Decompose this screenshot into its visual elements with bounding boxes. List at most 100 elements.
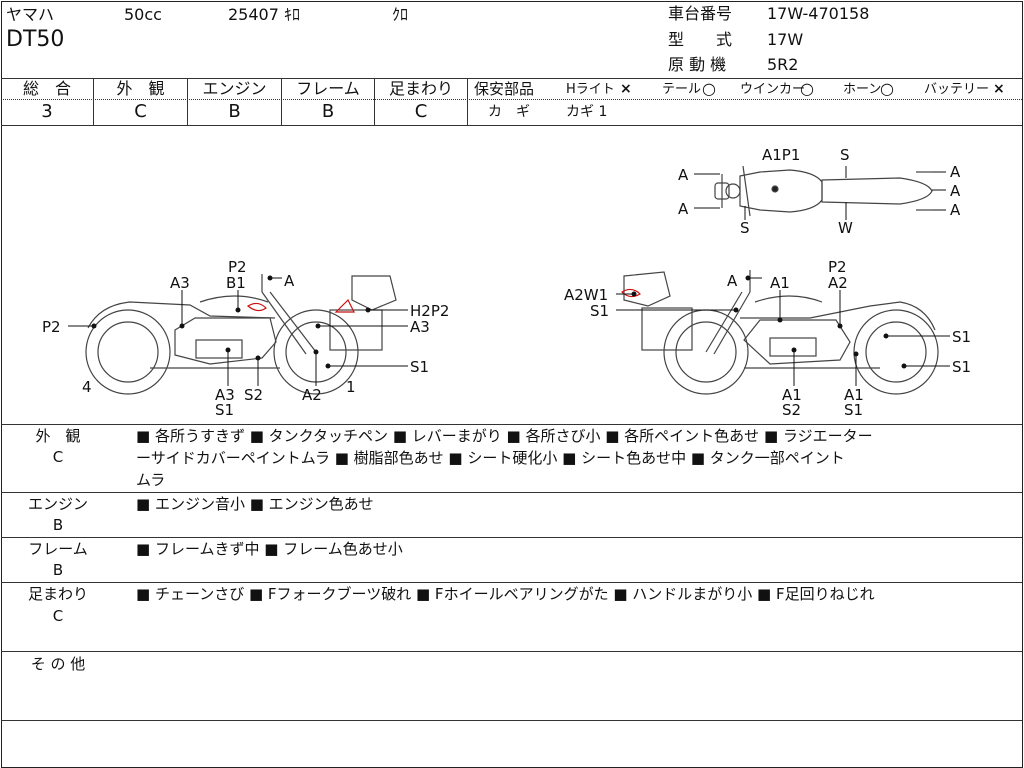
- safety-item-horn-mark: ○: [880, 79, 894, 98]
- left-label: A3: [170, 274, 190, 292]
- left-label: S2: [244, 386, 263, 404]
- rule: [1, 582, 1022, 583]
- right-label: A2W1: [564, 286, 608, 304]
- rule: [1, 99, 1022, 100]
- right-label: S1: [844, 401, 863, 419]
- note-suspension-category: 足まわり: [27, 585, 88, 603]
- note-suspension-grade: C: [52, 607, 64, 625]
- rule: [1, 537, 1022, 538]
- right-label: P2: [828, 258, 847, 276]
- engine-type-label: 原 動 機: [668, 55, 727, 74]
- safety-item-battery-mark: ×: [993, 81, 1005, 97]
- displacement: 50cc: [124, 5, 162, 24]
- engine-type-value: 5R2: [767, 55, 799, 74]
- right-label: A: [727, 272, 738, 290]
- motorcycle-right-view: [623, 270, 939, 395]
- top-label: W: [838, 219, 853, 237]
- safety-parts-label: 保安部品: [474, 80, 535, 98]
- left-label: A2: [302, 386, 322, 404]
- safety-item-winker: ウインカー: [740, 82, 806, 97]
- left-label: B1: [226, 274, 246, 292]
- grade-suspension-label: 足まわり: [388, 79, 453, 98]
- frame-number-label: 車台番号: [668, 4, 733, 23]
- note-appearance-line: ■ 各所うすきず ■ タンクタッチペン ■ レバーまがり ■ 各所さび小 ■ 各…: [136, 427, 873, 445]
- rule: [1, 651, 1022, 652]
- safety-item-battery: バッテリー: [924, 82, 990, 97]
- left-label: P2: [42, 318, 61, 336]
- motorcycle-top-view: [714, 165, 933, 217]
- left-label: A: [284, 272, 295, 290]
- left-label: A3: [215, 386, 235, 404]
- left-label: S1: [410, 358, 429, 376]
- rule: [1, 78, 1022, 79]
- right-label: A1: [782, 386, 802, 404]
- grade-frame-label: フレーム: [296, 79, 360, 98]
- note-engine-grade: B: [52, 516, 64, 534]
- note-suspension-line: ■ チェーンさび ■ Fフォークブーツ破れ ■ Fホイールベアリングがた ■ ハ…: [136, 585, 875, 603]
- model-name: DT50: [6, 27, 65, 52]
- note-appearance-line: ムラ: [136, 471, 166, 489]
- safety-item-horn: ホーン: [843, 82, 882, 97]
- damage-mark: [621, 288, 641, 298]
- top-label: S: [840, 146, 850, 164]
- top-label: A: [950, 182, 961, 200]
- note-frame-grade: B: [52, 561, 64, 579]
- right-label: A1: [844, 386, 864, 404]
- grade-overall-value: 3: [41, 101, 53, 122]
- note-frame-line: ■ フレームきず中 ■ フレーム色あせ小: [136, 540, 403, 558]
- rule: [1, 125, 1022, 126]
- damage-mark: [334, 298, 355, 313]
- grade-engine-value: B: [228, 101, 241, 122]
- damage-diagram: A1P1 S A A A A A S W: [42, 146, 971, 419]
- grade-appearance-label: 外 観: [116, 79, 165, 98]
- note-frame-category: フレーム: [28, 540, 88, 558]
- grade-frame-value: B: [321, 101, 335, 122]
- left-label: S1: [215, 401, 234, 419]
- rule: [374, 78, 375, 125]
- note-engine-line: ■ エンジン音小 ■ エンジン色あせ: [136, 495, 374, 513]
- note-engine-category: エンジン: [27, 495, 88, 513]
- right-label: A1: [770, 274, 790, 292]
- top-label: A: [950, 163, 961, 181]
- right-label: S1: [590, 302, 609, 320]
- safety-item-tail: テール: [662, 82, 702, 97]
- right-label: A2: [828, 274, 848, 292]
- right-label: S2: [782, 401, 801, 419]
- type-value: 17W: [767, 30, 804, 49]
- motorcycle-left-view: [85, 274, 397, 395]
- rule: [93, 78, 94, 125]
- left-label: A3: [410, 318, 430, 336]
- frame-number: 17W-470158: [767, 4, 870, 23]
- top-label: A: [678, 200, 689, 218]
- note-appearance-category: 外 観: [35, 427, 81, 445]
- rule: [467, 78, 468, 125]
- grade-engine-label: エンジン: [202, 79, 267, 98]
- rule: [1, 424, 1022, 425]
- key-value: カギ 1: [566, 104, 608, 120]
- left-label: 4: [82, 378, 92, 396]
- grade-suspension-value: C: [414, 101, 428, 122]
- damage-mark: [246, 302, 267, 312]
- rule: [281, 78, 282, 125]
- right-label: S1: [952, 328, 971, 346]
- maker: ヤマハ: [6, 5, 55, 24]
- left-label: H2P2: [410, 302, 449, 320]
- rule: [187, 78, 188, 125]
- top-label: A1P1: [762, 146, 800, 164]
- top-label: A: [678, 166, 689, 184]
- color: ｸﾛ: [392, 5, 409, 24]
- left-label: 1: [346, 378, 356, 396]
- left-label: P2: [228, 258, 247, 276]
- mileage: 25407 ｷﾛ: [228, 5, 300, 24]
- key-label: カ ギ: [488, 104, 530, 120]
- safety-item-headlight: Hライト: [566, 82, 615, 97]
- note-appearance-line: ーサイドカバーペイントムラ ■ 樹脂部色あせ ■ シート硬化小 ■ シート色あせ…: [136, 449, 845, 467]
- note-appearance-grade: C: [52, 448, 64, 466]
- type-label: 型 式: [668, 30, 733, 49]
- grade-appearance-value: C: [134, 101, 147, 122]
- rule: [1, 720, 1022, 721]
- right-label: S1: [952, 358, 971, 376]
- top-label: A: [950, 201, 961, 219]
- grade-overall-label: 総 合: [22, 79, 71, 98]
- note-other-category: そ の 他: [30, 655, 86, 673]
